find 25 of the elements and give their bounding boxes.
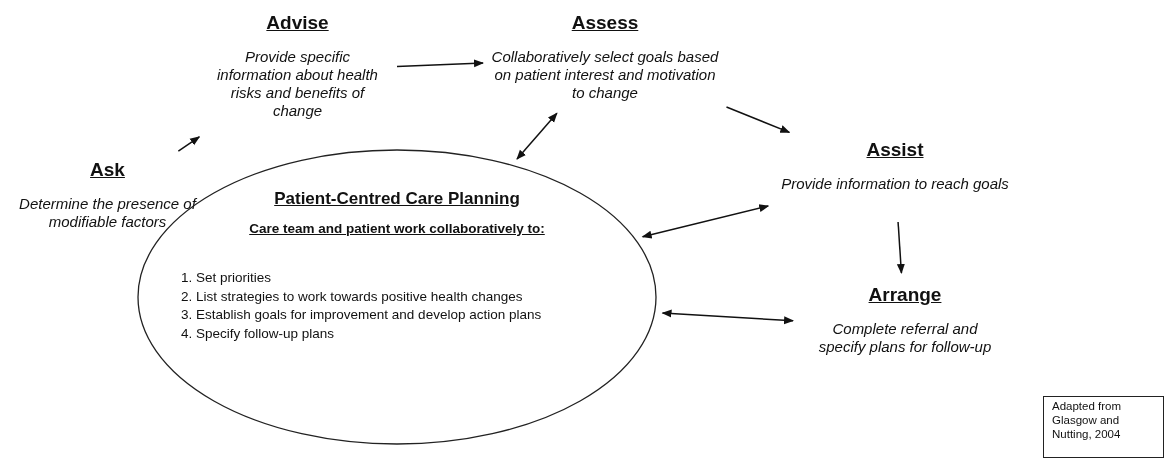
step-heading: Arrange [868,284,942,306]
arrow [725,106,791,134]
list-item: 3. Establish goals for improvement and develop action plans [181,307,542,323]
step-heading: Advise [266,12,329,34]
arrow [516,112,558,160]
ellipse-subheading: Care team and patient work collaboratively to: [249,221,545,236]
source-note-box [1043,396,1164,459]
step-description: Provide information to reach goals [781,175,1009,193]
list-item: 1. Set priorities [181,270,272,286]
list-item: 2. List strategies to work towards positive health changes [181,288,523,305]
arrow [396,59,484,68]
ellipse-heading: Patient-Centred Care Planning [274,189,520,209]
step-heading: Assist [866,139,924,161]
step-description: Complete referral and specify plans for follow-up [817,320,993,356]
arrow [177,136,201,152]
arrow [896,221,905,274]
step-description: Collaboratively select goals based on patient interest and motivation to change [490,48,720,102]
step-description: Determine the presence of modifiable factors [18,195,198,231]
step-description: Provide specific information about health risks and benefits of change [216,48,379,120]
step-heading: Assess [571,12,639,34]
arrow [641,204,770,239]
source-note: Adapted from Glasgow and Nutting, 2004 [1052,400,1123,442]
list-item: 4. Specify follow-up plans [181,325,335,342]
step-heading: Ask [90,159,125,181]
arrow [661,309,794,325]
